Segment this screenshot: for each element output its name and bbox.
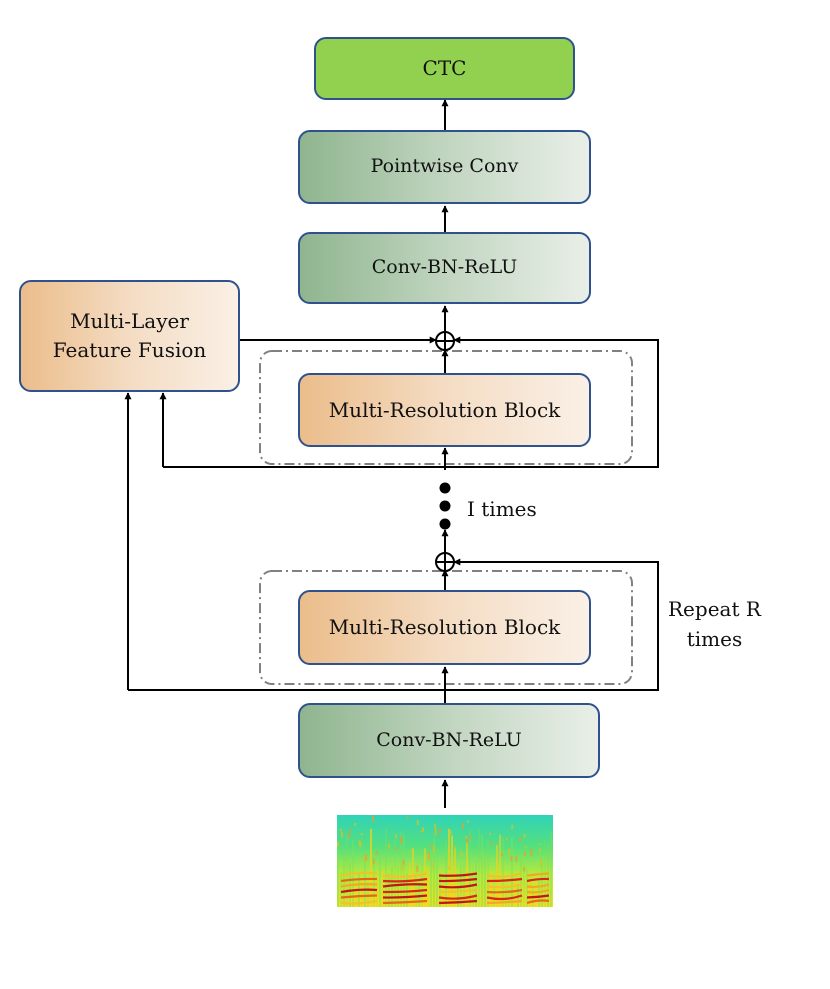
fusion-label-line1: Multi-Layer [70, 309, 189, 333]
repeat-r-times-label: Repeat R times [668, 594, 761, 654]
conv-bn-relu-top-block: Conv-BN-ReLU [298, 232, 591, 304]
sum-node-bottom-icon [435, 552, 455, 572]
input-spectrogram-image [337, 815, 553, 907]
multi-layer-feature-fusion-block: Multi-Layer Feature Fusion [19, 280, 240, 392]
fusion-label-line2: Feature Fusion [52, 338, 207, 362]
repeat-label-line1: Repeat R [668, 597, 761, 621]
conv-bn-relu-top-label: Conv-BN-ReLU [371, 256, 518, 279]
multi-resolution-top-label: Multi-Resolution Block [328, 397, 561, 422]
pointwise-conv-block: Pointwise Conv [298, 130, 591, 204]
multi-resolution-block-top: Multi-Resolution Block [298, 373, 591, 447]
conv-bn-relu-bottom-label: Conv-BN-ReLU [376, 728, 522, 751]
residual-skip-top [163, 336, 659, 468]
repeat-label-line2: times [686, 627, 743, 651]
conv-bn-relu-bottom-block: Conv-BN-ReLU [298, 703, 600, 778]
multi-resolution-bottom-label: Multi-Resolution Block [328, 615, 561, 639]
sum-node-top-icon [435, 331, 455, 351]
ctc-block: CTC [314, 37, 575, 100]
residual-skip-bottom [128, 558, 659, 691]
ctc-label: CTC [422, 56, 467, 80]
pointwise-conv-label: Pointwise Conv [370, 155, 519, 178]
i-times-label: I times [467, 497, 537, 521]
multi-resolution-block-bottom: Multi-Resolution Block [298, 590, 591, 665]
ellipsis-dots-icon [439, 482, 451, 530]
